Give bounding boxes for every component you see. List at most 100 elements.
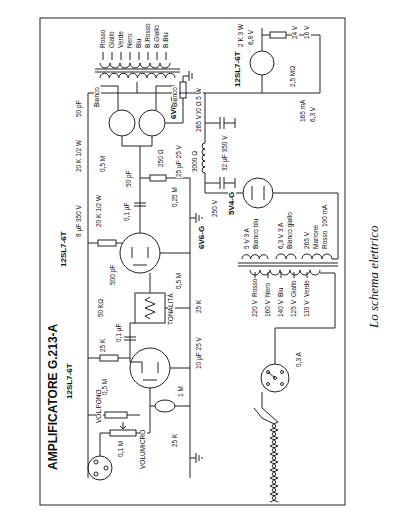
component-label: 0,1 µF (124, 201, 131, 222)
component-label: 0,1 µF (116, 322, 123, 343)
tap-lead (166, 52, 167, 60)
component-label: Rosso (100, 29, 107, 49)
wire-stroke (88, 93, 205, 478)
wire-stroke (281, 371, 284, 374)
component-label: 250 V (212, 199, 219, 218)
coil-winding (100, 73, 175, 78)
wire-stroke (238, 263, 338, 266)
component-label: 165 mA (300, 99, 307, 123)
component-label: 5V4-G (228, 191, 236, 216)
component-label: 6,3 V 3 A (278, 222, 285, 250)
wire-stroke (124, 337, 136, 340)
component-label: 50 pF (126, 169, 133, 188)
wire-stroke (105, 412, 127, 418)
component-label: B.Giallo (154, 24, 161, 49)
tap-lead (157, 52, 158, 60)
wire-stroke (137, 82, 138, 93)
component-label: 20 K 1/2 W (76, 139, 83, 173)
wire-stroke (130, 348, 170, 388)
component-label: Nero (127, 33, 134, 49)
coil-winding (302, 254, 332, 259)
component-label: 25 K (196, 299, 203, 314)
wire-stroke (150, 175, 166, 181)
wire-stroke (190, 218, 191, 478)
component-label: 32 µF 350 V (222, 134, 229, 172)
choke-winding (202, 143, 205, 173)
component-label: 160 V (265, 299, 272, 318)
component-label: 24 V (292, 25, 299, 40)
wire-stroke (104, 466, 108, 470)
component-label: 6V6-G (198, 225, 206, 250)
tap-lead (148, 52, 149, 60)
component-label: 12SL7-6T (66, 362, 74, 400)
wire-stroke (273, 193, 338, 259)
wire-stroke (140, 178, 190, 218)
component-label: Marrone (313, 224, 320, 250)
wire-stroke (116, 243, 190, 265)
mains-cord (262, 408, 278, 502)
component-label: 2,5 MΩ (290, 65, 297, 88)
coil-winding (242, 255, 268, 259)
component-label: 265 V (196, 114, 203, 133)
component-label: 12SL7-6T (60, 230, 68, 268)
tap-lead (139, 52, 140, 60)
tap-lead (121, 52, 122, 60)
wire-stroke (155, 400, 175, 412)
tap-lead (112, 52, 113, 60)
component-label: Bianco (94, 86, 101, 108)
wire-stroke (130, 362, 190, 380)
wire-stroke (250, 51, 274, 75)
component-label: 50 KΩ (98, 298, 105, 318)
wire-stroke (267, 383, 270, 386)
wire-stroke (268, 273, 335, 378)
wire-stroke (139, 110, 165, 136)
caption: Lo schema elettrico (366, 225, 382, 328)
component-label: Blu (136, 38, 143, 49)
tap-lead (130, 52, 131, 60)
component-label: 1 M (178, 385, 185, 398)
wire-stroke (254, 392, 262, 418)
wire-stroke (120, 422, 126, 429)
wire-stroke (110, 430, 136, 436)
component-label: 12SL7-6T (234, 50, 242, 88)
wire-stroke (127, 388, 150, 433)
wire-stroke (135, 293, 165, 323)
wire-stroke (88, 358, 100, 359)
component-label: 16 V (304, 25, 311, 40)
wire-stroke (109, 110, 135, 136)
component-label: VOLUMICRO (140, 429, 147, 470)
wire-stroke (150, 406, 190, 407)
component-label: Bianco (172, 86, 179, 108)
title: AMPLIFICATORE G.213-A (46, 324, 60, 470)
component-label: 0,25 M (172, 186, 179, 208)
wire-stroke (100, 355, 118, 361)
wire-stroke (281, 383, 284, 386)
component-label: 265 V (304, 231, 311, 250)
coil-windings (100, 52, 332, 502)
component-label: 220 V (252, 299, 259, 318)
component-label: Rosso (252, 278, 259, 298)
wire-stroke (134, 203, 146, 206)
component-label: 25 µF 25 V (176, 144, 183, 178)
wire-stroke (94, 460, 98, 464)
component-label: B.Rosso (145, 22, 152, 49)
component-label: Rosso (322, 230, 329, 250)
tap-lead (103, 52, 104, 60)
wire-stroke (98, 240, 116, 246)
component-label: B.Blu (163, 31, 170, 49)
component-label: 6,8 V (248, 29, 255, 46)
wire-stroke (145, 297, 155, 319)
coil-winding (276, 254, 296, 259)
component-label: Bianco blu (253, 218, 260, 250)
component-label: 0,1 M (118, 440, 125, 458)
component-label: Verde (118, 30, 125, 49)
wire-stroke (243, 178, 273, 208)
component-label: 0,5 M (176, 272, 183, 290)
wire-stroke (95, 69, 180, 72)
coil-winding (250, 270, 320, 275)
wire-stroke (183, 71, 192, 82)
component-label: 3000 Ω (192, 150, 199, 173)
wire-stroke (120, 233, 160, 273)
wire-stroke (88, 146, 140, 243)
